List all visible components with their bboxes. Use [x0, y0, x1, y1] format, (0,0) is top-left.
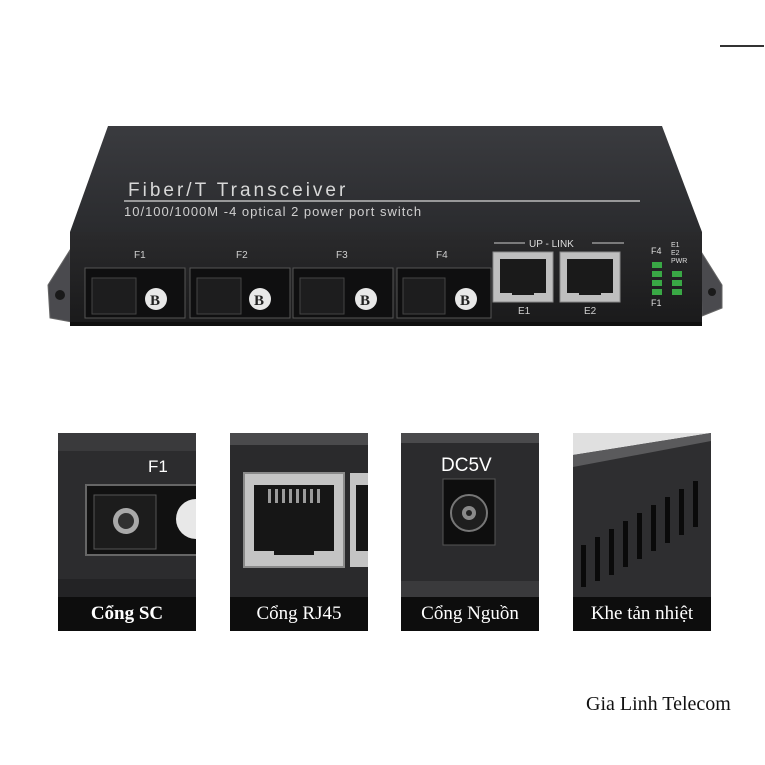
led-indicators: F4 E1 E2 PWR F1 — [651, 242, 687, 308]
right-mounting-ear — [699, 248, 723, 317]
svg-text:B: B — [150, 293, 160, 309]
svg-text:F1: F1 — [651, 298, 662, 308]
caption-power-port: Cổng Nguồn — [401, 597, 539, 631]
svg-text:B: B — [360, 293, 370, 309]
thumbnail-sc-port: F1 Cổng SC — [58, 433, 196, 631]
sc-port-f4: F4 B — [396, 250, 492, 319]
sc-port-f1: F1 B — [84, 250, 186, 319]
heat-vents-closeup — [573, 433, 711, 597]
power-port-closeup — [401, 433, 539, 597]
sc-port-f3: F3 B — [292, 250, 394, 319]
svg-text:PWR: PWR — [671, 258, 687, 265]
svg-text:B: B — [460, 293, 470, 309]
svg-text:B: B — [254, 293, 264, 309]
device-top-surface — [70, 126, 702, 232]
svg-text:F4: F4 — [651, 246, 662, 256]
fiber-transceiver-device: Fiber/T Transceiver 10/100/1000M -4 opti… — [47, 126, 723, 326]
device-subtitle: 10/100/1000M -4 optical 2 power port swi… — [124, 204, 422, 219]
uplink-label: UP - LINK — [529, 239, 574, 250]
sc-port-f2: F2 B — [189, 250, 291, 319]
thumbnail-power-port: DC5V Cổng Nguồn — [401, 433, 539, 631]
caption-rj45-port: Cổng RJ45 — [230, 597, 368, 631]
brand-name: Gia Linh Telecom — [586, 693, 731, 715]
top-divider-line — [720, 45, 764, 47]
rj45-port-e2: E2 — [559, 251, 621, 317]
svg-text:E1: E1 — [518, 306, 531, 317]
sc-port-closeup — [58, 433, 196, 597]
caption-sc-port: Cổng SC — [58, 597, 196, 631]
svg-text:F4: F4 — [436, 250, 448, 261]
sc-port-label: F1 — [148, 457, 168, 476]
svg-text:F2: F2 — [236, 250, 248, 261]
svg-text:E2: E2 — [584, 306, 597, 317]
thumbnail-rj45-port: Cổng RJ45 — [230, 433, 368, 631]
rj45-port-e1: E1 — [492, 251, 554, 317]
svg-text:E1: E1 — [671, 242, 680, 249]
svg-text:F1: F1 — [134, 250, 146, 261]
caption-heat-vents: Khe tản nhiệt — [573, 597, 711, 631]
rj45-port-closeup — [230, 433, 368, 597]
power-port-label: DC5V — [441, 455, 492, 476]
left-mounting-ear — [47, 248, 73, 323]
svg-text:F3: F3 — [336, 250, 348, 261]
svg-text:E2: E2 — [671, 250, 680, 257]
device-title: Fiber/T Transceiver — [128, 180, 348, 201]
thumbnail-heat-vents: Khe tản nhiệt — [573, 433, 711, 631]
